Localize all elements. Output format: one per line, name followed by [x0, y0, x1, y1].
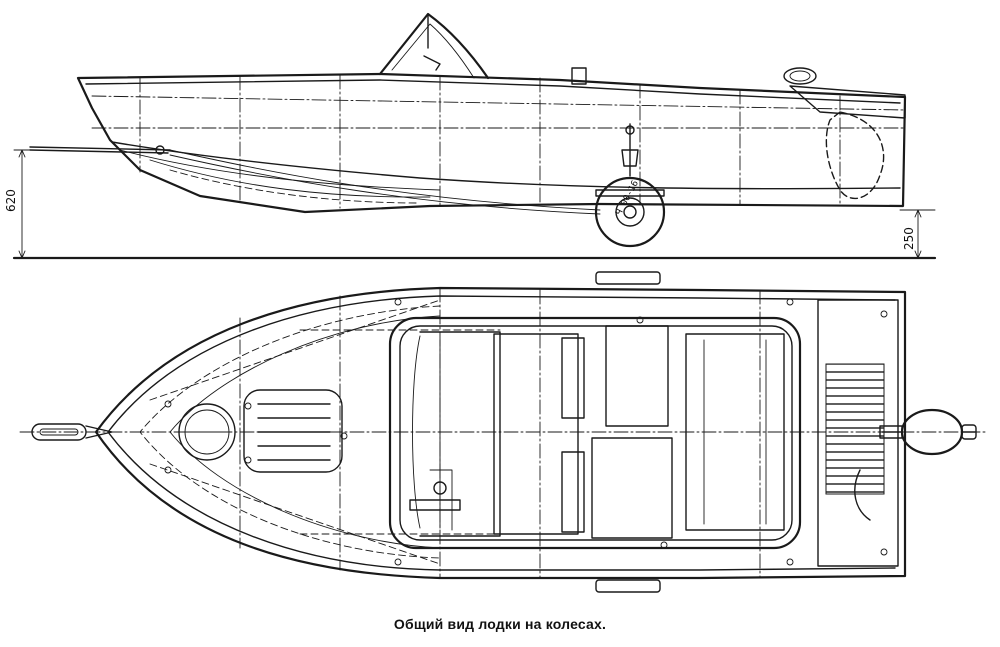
- motor-well: [817, 299, 899, 567]
- figure-caption: Общий вид лодки на колесах.: [393, 616, 607, 632]
- windshield: [378, 12, 490, 80]
- dim-250-label: 250: [902, 227, 916, 250]
- tow-bar: [29, 146, 171, 154]
- seat-front: [493, 333, 585, 535]
- outboard-motor: [825, 111, 885, 200]
- cockpit-coaming: [388, 316, 802, 550]
- console: [571, 67, 587, 85]
- hull-side-outline: [76, 72, 907, 214]
- top-view: [19, 271, 986, 593]
- fender-top: [595, 271, 661, 285]
- outboard-motor-top: [879, 408, 977, 456]
- dim-620-label: 620: [4, 189, 18, 212]
- dim-620: 620: [4, 149, 31, 259]
- side-view: Ч 00-16 620 250: [4, 12, 937, 260]
- bow-handle: [31, 423, 113, 441]
- chine-curve: [111, 141, 901, 190]
- license-plate: Ч 00-16: [614, 179, 641, 217]
- deck-bolts: [164, 298, 888, 566]
- dim-250: 250: [899, 209, 936, 259]
- motor-cowl-top: [783, 67, 817, 85]
- section-grid: [91, 74, 906, 209]
- trailer-wheel-side: [594, 176, 666, 248]
- fender-bottom: [595, 579, 661, 593]
- vent-hatch: [243, 389, 343, 473]
- round-hatch: [178, 403, 236, 461]
- center-console: [591, 325, 673, 539]
- seat-rear: [685, 333, 785, 531]
- gunwale-line: [85, 79, 901, 104]
